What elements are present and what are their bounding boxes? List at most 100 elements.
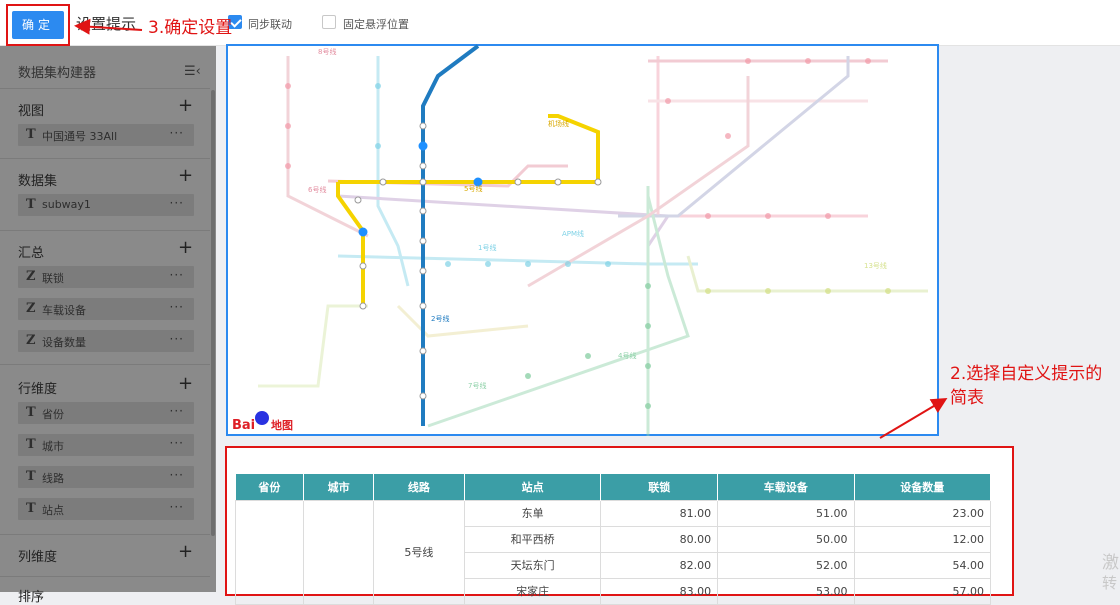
section-row-dimension-title: 行维度 [18, 382, 58, 397]
column-header-province: 省份 [235, 474, 305, 500]
field-chip-summary[interactable]: Z 车载设备 ··· [18, 298, 194, 320]
line-faded-olive [258, 304, 368, 388]
confirm-button[interactable]: 确定 [12, 11, 64, 39]
more-options-icon[interactable]: ··· [169, 300, 184, 314]
divider [0, 534, 210, 535]
section-view-title: 视图 [18, 104, 45, 119]
line-faded-lime [686, 255, 928, 293]
more-options-icon[interactable]: ··· [169, 436, 184, 450]
line-1-label: 1号线 [478, 243, 496, 252]
text-type-icon: T [26, 501, 36, 516]
sidebar-title: 数据集构建器 [18, 66, 97, 81]
field-chip-row[interactable]: T 省份 ··· [18, 402, 194, 424]
province-cell [234, 499, 305, 605]
fixed-float-checkbox[interactable] [322, 15, 336, 29]
line-5-label: 5号线 [464, 184, 482, 193]
line-faded-navy [618, 56, 850, 218]
sync-linkage-checkbox[interactable] [228, 15, 242, 29]
subway-map-preview[interactable]: 5号线 2号线 4号线 1号线 6号线 7号线 8号线 13号线 APM线 机场… [226, 44, 939, 436]
apm-line-label: APM线 [562, 229, 584, 238]
add-dataset-icon[interactable]: + [178, 165, 194, 186]
divider [0, 364, 210, 365]
baidu-map-logo: Bai 地图 [232, 411, 293, 433]
field-chip-row[interactable]: T 城市 ··· [18, 434, 194, 456]
column-header-interlock: 联锁 [600, 474, 719, 500]
tooltip-settings-toolbar: 确定 设置提示 同步联动 固定悬浮位置 [0, 0, 1120, 46]
tooltip-settings-title: 设置提示 [76, 15, 137, 33]
line-faded-lightblue [337, 254, 698, 266]
add-column-dimension-icon[interactable]: + [178, 541, 194, 562]
line-4-label: 4号线 [618, 351, 636, 360]
side-watermark-1: 激 [1102, 553, 1119, 573]
station-markers [354, 122, 602, 400]
section-column-dimension-title: 列维度 [18, 550, 58, 565]
city-cell [303, 499, 374, 605]
line-8-label: 8号线 [318, 47, 336, 56]
line-faded-red [286, 56, 369, 238]
subway-map-svg: 5号线 2号线 4号线 1号线 6号线 7号线 8号线 13号线 APM线 机场… [232, 44, 928, 436]
column-header-line: 线路 [373, 474, 465, 500]
add-view-icon[interactable]: + [178, 95, 194, 116]
side-watermark-2: 转 [1102, 574, 1118, 592]
field-chip-view[interactable]: T 中国通号 33All ··· [18, 124, 194, 146]
line-faded-green [427, 195, 690, 428]
section-summary-title: 汇总 [18, 246, 45, 261]
table-header-row: 省份 城市 线路 站点 联锁 车载设备 设备数量 [235, 474, 992, 500]
svg-text:地图: 地图 [271, 418, 293, 432]
add-summary-icon[interactable]: + [178, 237, 194, 258]
table-row: 5号线 东单 81.00 51.00 23.00 [234, 499, 992, 605]
airport-line-label: 机场线 [548, 119, 569, 128]
more-options-icon[interactable]: ··· [169, 196, 184, 210]
more-options-icon[interactable]: ··· [169, 500, 184, 514]
section-sort-title: 排序 [18, 590, 45, 605]
sidebar-scrollbar[interactable] [211, 90, 215, 536]
dataset-builder-panel: 数据集构建器 ☰‹ 视图 + T 中国通号 33All ··· 数据集 + T … [0, 46, 216, 605]
numeric-type-icon: Z [26, 269, 36, 284]
table-row: 和平西桥 80.00 50.00 12.00 [236, 525, 992, 553]
annotation-step-3: 3.确定设置 [148, 18, 233, 38]
text-type-icon: T [26, 405, 36, 420]
text-type-icon: T [26, 437, 36, 452]
more-options-icon[interactable]: ··· [169, 268, 184, 282]
fixed-float-label[interactable]: 固定悬浮位置 [343, 18, 409, 31]
confirm-highlight-box: 确定 [6, 4, 70, 46]
field-chip-dataset[interactable]: T subway1 ··· [18, 194, 194, 216]
divider [0, 88, 210, 89]
column-header-device-count: 设备数量 [854, 474, 992, 500]
line-2-label: 2号线 [431, 314, 449, 323]
more-options-icon[interactable]: ··· [169, 468, 184, 482]
line-faded-salmon [656, 56, 868, 218]
add-row-dimension-icon[interactable]: + [178, 373, 194, 394]
svg-text:Bai: Bai [232, 418, 255, 433]
line-5-yellow [338, 114, 600, 184]
sync-linkage-label[interactable]: 同步联动 [248, 18, 292, 31]
more-options-icon[interactable]: ··· [169, 404, 184, 418]
section-dataset-title: 数据集 [18, 174, 58, 189]
table-row: 天坛东门 82.00 52.00 54.00 [236, 551, 992, 579]
field-chip-summary[interactable]: Z 设备数量 ··· [18, 330, 194, 352]
text-type-icon: T [26, 197, 36, 212]
text-type-icon: T [26, 127, 36, 142]
line-6-label: 6号线 [308, 185, 326, 194]
line-7-label: 7号线 [468, 381, 486, 390]
divider [0, 230, 210, 231]
column-header-city: 城市 [303, 474, 374, 500]
text-type-icon: T [26, 469, 36, 484]
numeric-type-icon: Z [26, 333, 36, 348]
field-chip-row[interactable]: T 站点 ··· [18, 498, 194, 520]
field-chip-row[interactable]: T 线路 ··· [18, 466, 194, 488]
line-13-label: 13号线 [864, 261, 887, 270]
table-row: 宋家庄 83.00 53.00 57.00 [236, 577, 992, 605]
collapse-panel-icon[interactable]: ☰‹ [184, 64, 201, 79]
column-header-onboard: 车载设备 [717, 474, 855, 500]
more-options-icon[interactable]: ··· [169, 332, 184, 346]
divider [0, 576, 210, 577]
numeric-type-icon: Z [26, 301, 36, 316]
line-2-blue [421, 44, 480, 426]
line-faded-red2 [527, 76, 750, 288]
simple-table-tooltip-preview[interactable]: 省份 城市 线路 站点 联锁 车载设备 设备数量 5号线 东单 81.00 51… [225, 446, 1014, 605]
field-chip-summary[interactable]: Z 联锁 ··· [18, 266, 194, 288]
divider [0, 158, 210, 159]
line-faded-cyan [376, 56, 410, 287]
more-options-icon[interactable]: ··· [169, 126, 184, 140]
